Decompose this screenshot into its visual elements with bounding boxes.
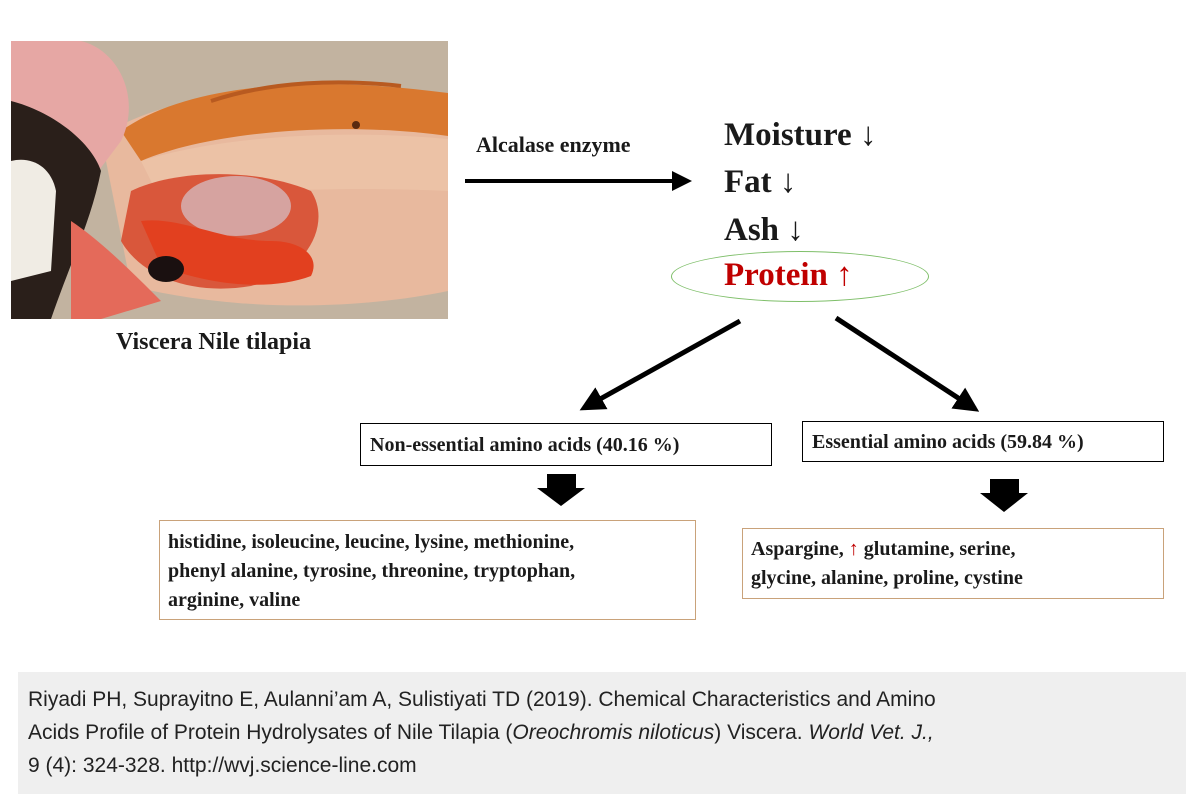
journal-name: World Vet. J.,	[808, 721, 934, 744]
list-line: arginine, valine	[168, 589, 301, 611]
list-line: histidine, isoleucine, leucine, lysine, …	[168, 531, 575, 553]
citation-line: Acids Profile of Protein Hydrolysates of…	[28, 716, 1176, 749]
fat-decrease: Fat ↓	[724, 164, 797, 200]
essential-amino-acid-list: Aspargine, ↑ glutamine, serine, glycine,…	[742, 528, 1164, 599]
citation-line: 9 (4): 324-328. http://wvj.science-line.…	[28, 754, 417, 777]
nonessential-amino-acid-list: histidine, isoleucine, leucine, lysine, …	[159, 520, 696, 620]
list-line: glycine, alanine, proline, cystine	[751, 567, 1023, 589]
enzyme-label: Alcalase enzyme	[476, 132, 631, 157]
ash-decrease: Ash ↓	[724, 212, 804, 248]
citation-box: Riyadi PH, Suprayitno E, Aulanni’am A, S…	[18, 672, 1186, 794]
block-arrow-nonessential	[537, 474, 585, 506]
nonessential-amino-acids-box: Non-essential amino acids (40.16 %)	[360, 423, 772, 466]
citation-text: Acids Profile of Protein Hydrolysates of…	[28, 721, 513, 744]
tilapia-viscera-photo	[11, 41, 448, 319]
citation-line: Riyadi PH, Suprayitno E, Aulanni’am A, S…	[28, 688, 936, 711]
essential-amino-acids-box: Essential amino acids (59.84 %)	[802, 421, 1164, 462]
up-arrow-icon: ↑	[848, 538, 859, 560]
list-line: Aspargine, ↑ glutamine, serine,	[751, 535, 1155, 564]
arrow-to-essential	[834, 315, 980, 412]
protein-highlight-oval	[671, 251, 929, 302]
nonessential-label: Non-essential amino acids (40.16 %)	[370, 434, 680, 456]
list-text: Aspargine,	[751, 538, 849, 560]
block-arrow-essential	[980, 479, 1028, 512]
arrow-to-nonessential	[579, 318, 742, 411]
photo-caption: Viscera Nile tilapia	[116, 329, 312, 355]
citation-text: ) Viscera.	[714, 721, 809, 744]
list-line: phenyl alanine, tyrosine, threonine, try…	[168, 560, 576, 582]
moisture-decrease: Moisture ↓	[724, 117, 877, 153]
fish-illustration	[11, 41, 448, 319]
list-text: glutamine, serine,	[858, 538, 1016, 560]
species-name: Oreochromis niloticus	[512, 721, 715, 744]
essential-label: Essential amino acids (59.84 %)	[812, 431, 1084, 453]
protein-increase: Protein ↑	[724, 257, 853, 293]
